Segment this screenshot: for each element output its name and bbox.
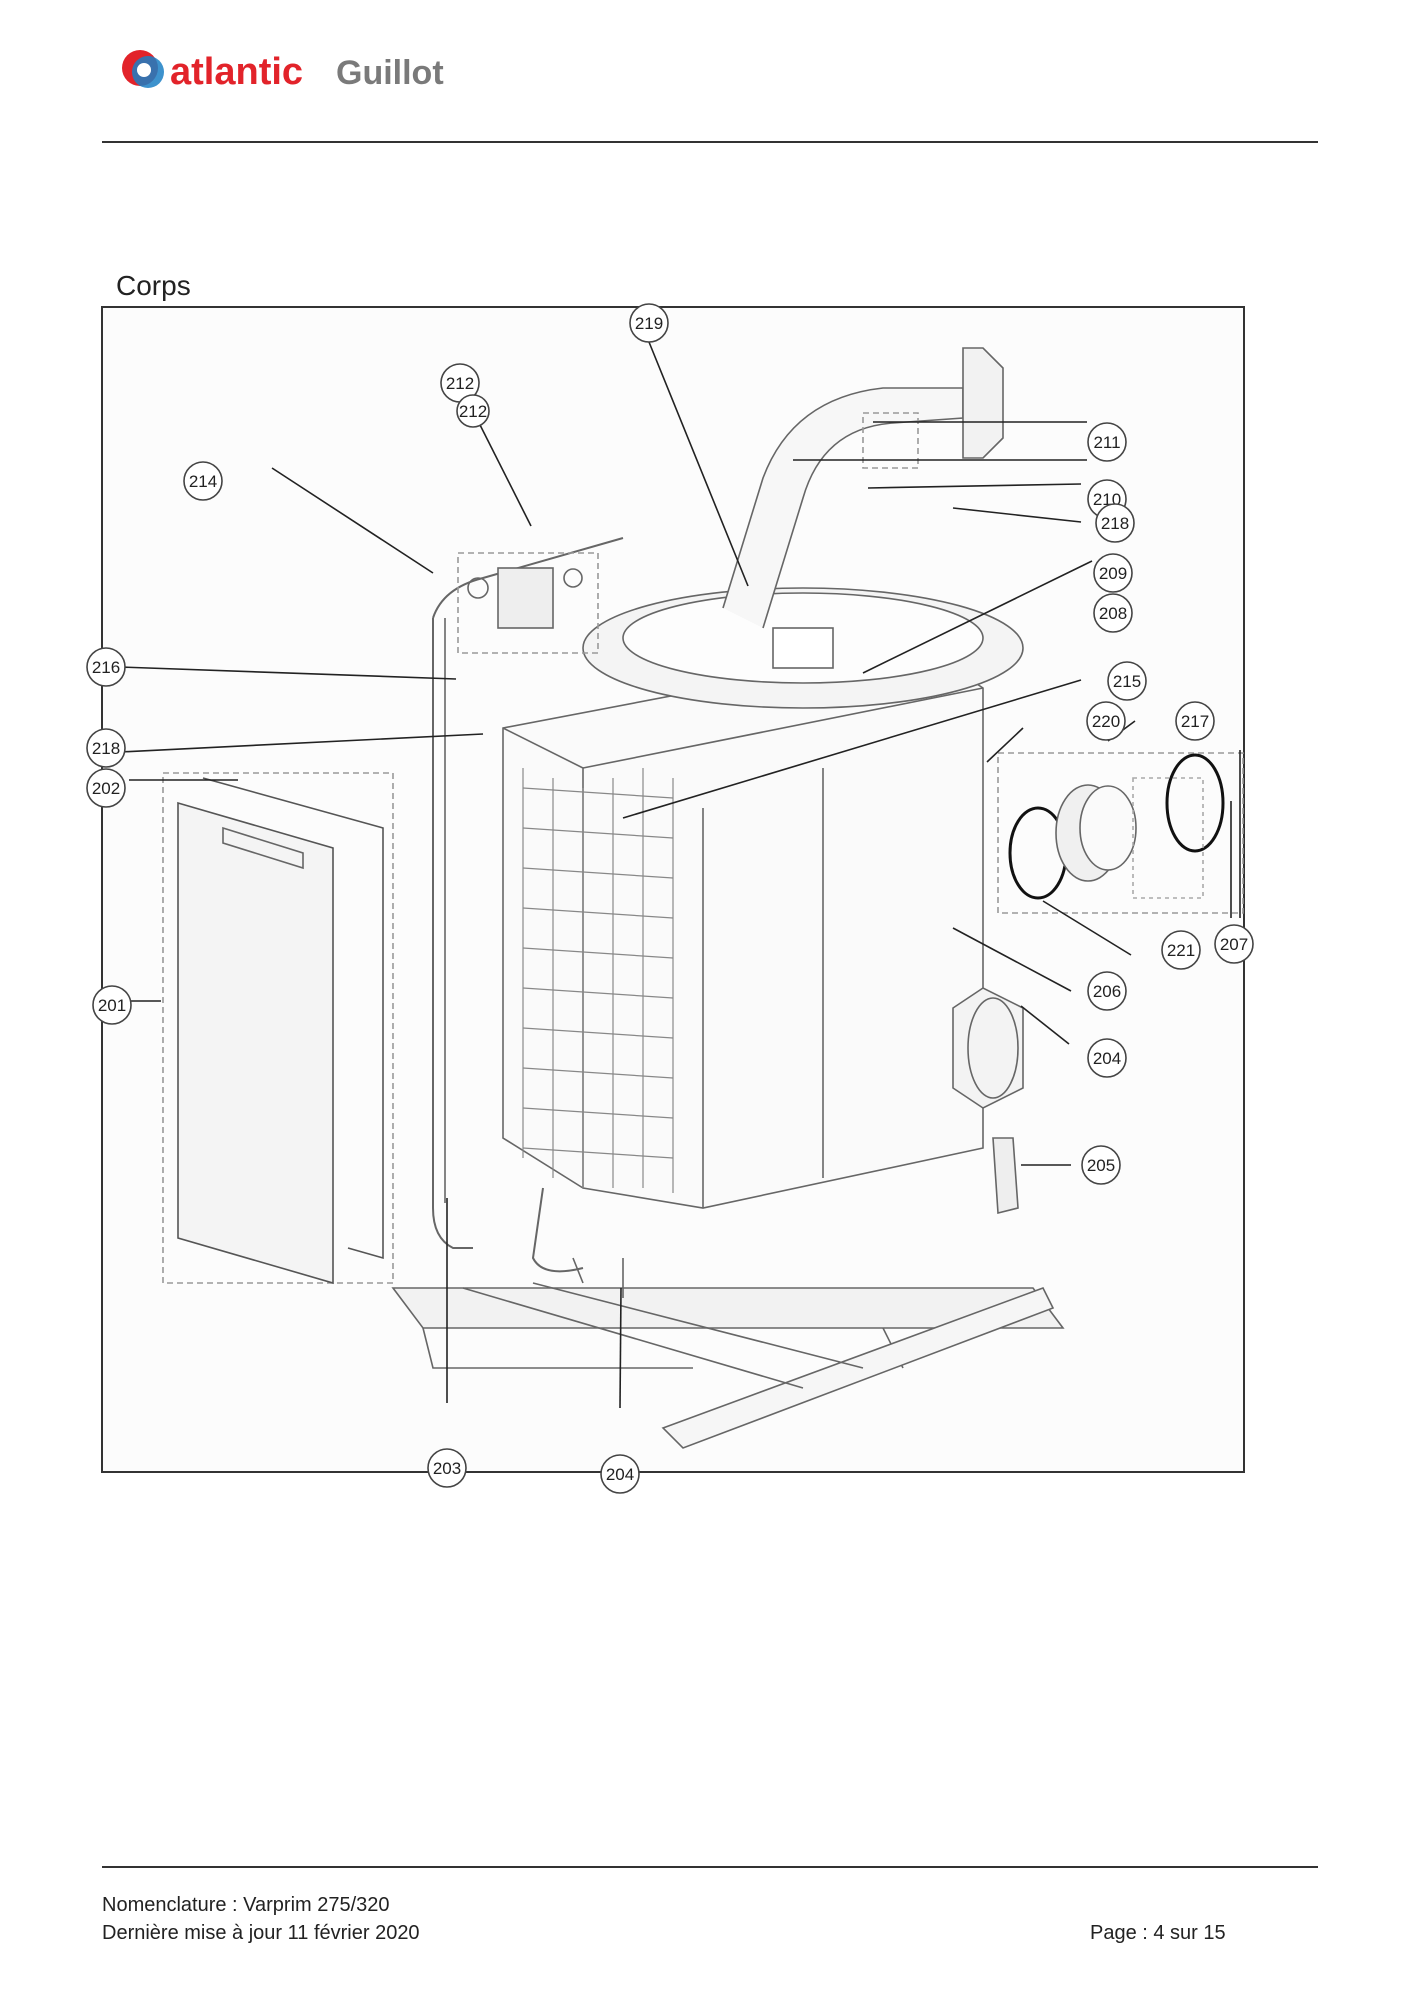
svg-text:202: 202 xyxy=(92,779,120,798)
svg-text:212: 212 xyxy=(446,374,474,393)
callout-218-top: 218 xyxy=(1095,503,1135,543)
callout-204-bottom: 204 xyxy=(600,1454,640,1494)
svg-text:219: 219 xyxy=(635,314,663,333)
logo-wordmark-part2: Guillot xyxy=(336,54,444,92)
svg-text:221: 221 xyxy=(1167,941,1195,960)
svg-text:216: 216 xyxy=(92,658,120,677)
svg-text:212: 212 xyxy=(459,402,487,421)
callout-218-left: 218 xyxy=(86,728,126,768)
callout-216: 216 xyxy=(86,647,126,687)
callout-215: 215 xyxy=(1107,661,1147,701)
callout-219: 219 xyxy=(629,303,669,343)
svg-text:205: 205 xyxy=(1087,1156,1115,1175)
brand-logo: atlantic Guillot xyxy=(118,40,498,100)
svg-text:214: 214 xyxy=(189,472,217,491)
footer-divider xyxy=(102,1866,1318,1868)
callout-214: 214 xyxy=(183,461,223,501)
header-divider xyxy=(102,141,1318,143)
footer-page-number: Page : 4 sur 15 xyxy=(1090,1922,1226,1944)
exploded-view-diagram: 219 212 212 214 211 210 218 209 208 216 … xyxy=(86,303,1254,1494)
svg-text:204: 204 xyxy=(606,1465,634,1484)
callout-212-b: 212 xyxy=(456,394,490,428)
svg-text:204: 204 xyxy=(1093,1049,1121,1068)
svg-text:217: 217 xyxy=(1181,712,1209,731)
footer-update-date: Dernière mise à jour 11 février 2020 xyxy=(102,1922,420,1944)
svg-text:203: 203 xyxy=(433,1459,461,1478)
callout-221: 221 xyxy=(1161,930,1201,970)
diagram-canvas: 219 212 212 214 211 210 218 209 208 216 … xyxy=(86,303,1254,1494)
svg-text:207: 207 xyxy=(1220,935,1248,954)
leader-lines xyxy=(119,341,1241,1409)
section-title: Corps xyxy=(116,270,191,301)
svg-text:220: 220 xyxy=(1092,712,1120,731)
logo-mark: atlantic Guillot xyxy=(122,50,444,93)
callout-203: 203 xyxy=(427,1448,467,1488)
svg-text:209: 209 xyxy=(1099,564,1127,583)
callout-220: 220 xyxy=(1086,701,1126,741)
svg-text:206: 206 xyxy=(1093,982,1121,1001)
svg-text:211: 211 xyxy=(1093,433,1120,452)
diagram-drawing xyxy=(162,347,1244,1449)
callout-207: 207 xyxy=(1214,924,1254,964)
footer-nomenclature: Nomenclature : Varprim 275/320 xyxy=(102,1894,390,1916)
svg-text:218: 218 xyxy=(92,739,120,758)
callout-209: 209 xyxy=(1093,553,1133,593)
callout-217: 217 xyxy=(1175,701,1215,741)
callout-204-right: 204 xyxy=(1087,1038,1127,1078)
logo-wordmark-part1: atlantic xyxy=(170,51,303,93)
svg-text:201: 201 xyxy=(98,996,126,1015)
svg-text:215: 215 xyxy=(1113,672,1141,691)
svg-text:218: 218 xyxy=(1101,514,1129,533)
callout-211: 211 xyxy=(1087,422,1127,462)
callout-206: 206 xyxy=(1087,971,1127,1011)
svg-text:208: 208 xyxy=(1099,604,1127,623)
callout-202: 202 xyxy=(86,768,126,808)
callout-201: 201 xyxy=(92,985,132,1025)
callout-205: 205 xyxy=(1081,1145,1121,1185)
callout-208: 208 xyxy=(1093,593,1133,633)
